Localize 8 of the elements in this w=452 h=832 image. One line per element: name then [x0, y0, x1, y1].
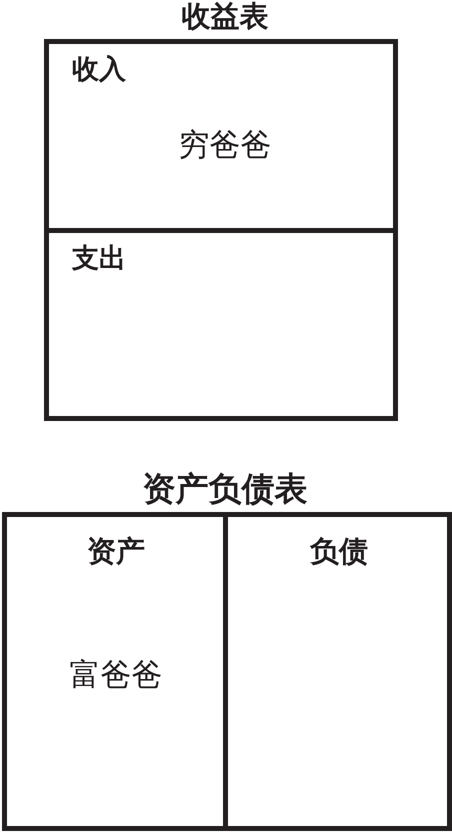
row-heading: 收入: [72, 56, 126, 83]
column-heading: 资产: [87, 537, 145, 566]
table-title: 资产负债表: [142, 472, 308, 505]
column-heading: 负债: [310, 537, 368, 566]
cell-text: 富爸爸: [70, 660, 162, 691]
row-heading: 支出: [72, 245, 126, 272]
table-title: 收益表: [182, 2, 268, 31]
cell-text: 穷爸爸: [178, 130, 272, 161]
